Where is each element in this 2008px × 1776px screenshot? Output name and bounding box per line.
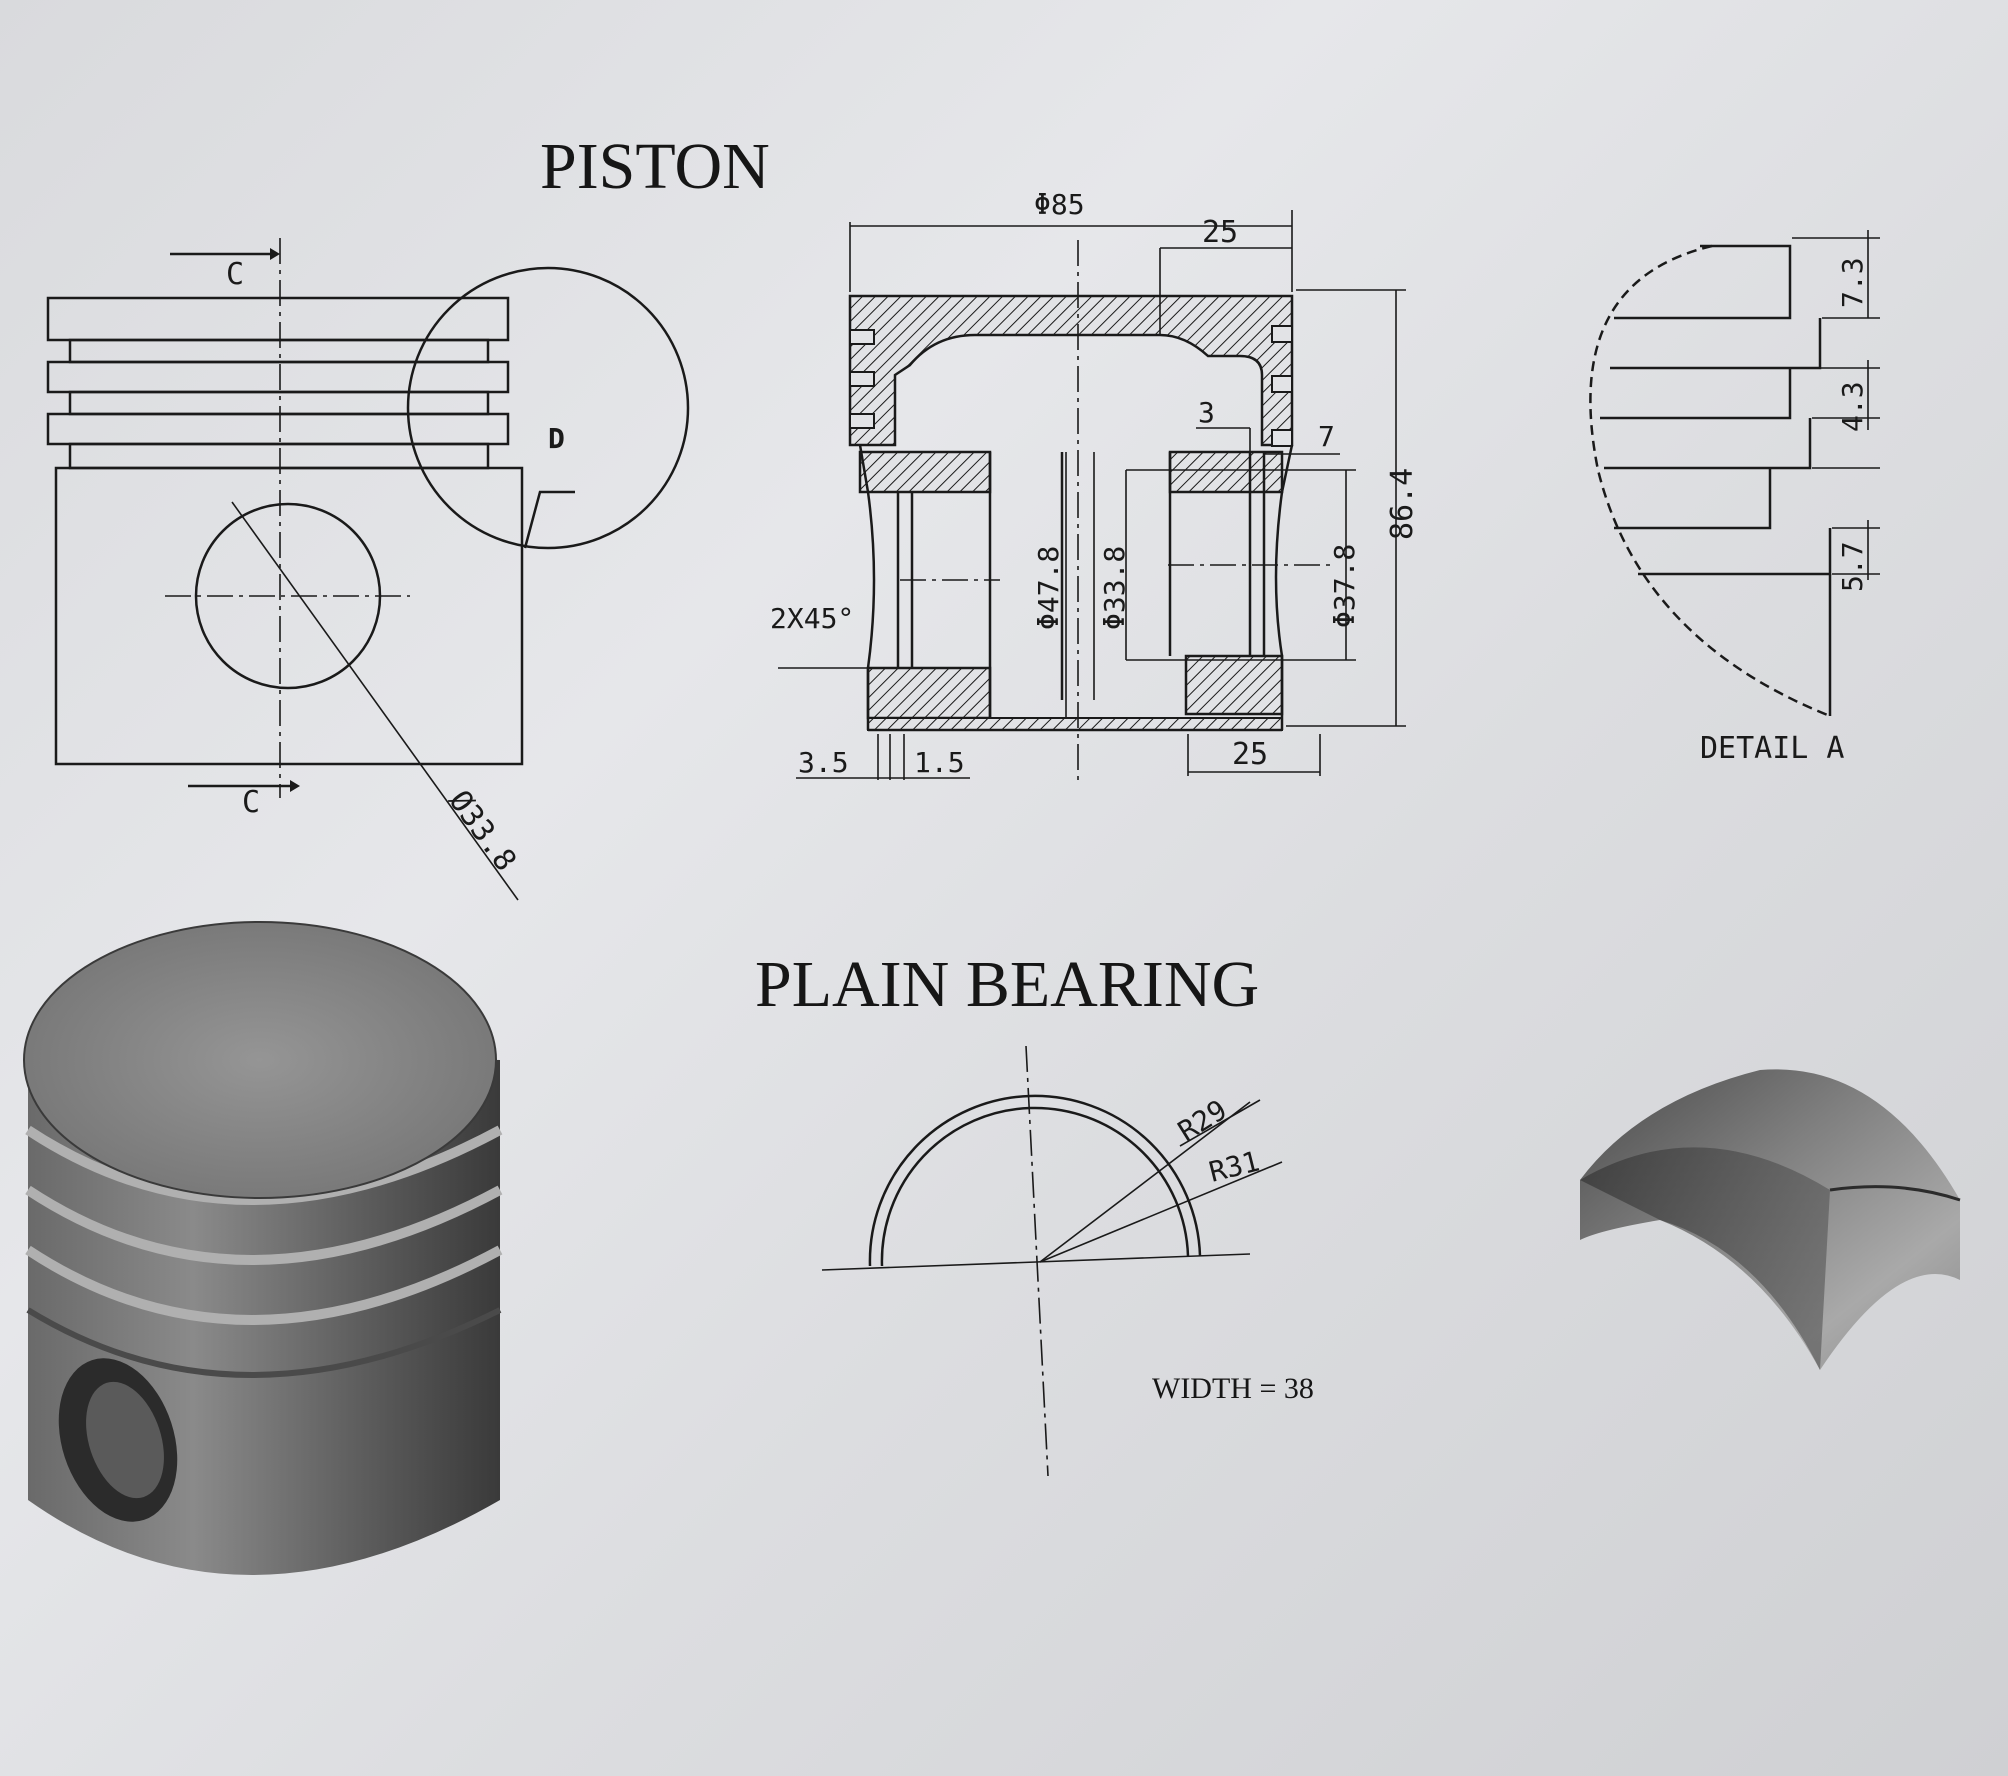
bearing-outer-radius: R31 <box>1206 1145 1263 1189</box>
dim-overall-height: 86.4 <box>1385 468 1420 540</box>
pin-bore-dim: Ø33.8 <box>442 784 523 878</box>
dim-ring: 7 <box>1318 420 1335 453</box>
dim-pin-bore-dia: Φ33.8 <box>1098 546 1131 630</box>
detail-a-view: 7.3 4.3 5.7 DETAIL A <box>1589 230 1880 766</box>
dim-skirt-a: 3.5 <box>798 746 849 779</box>
dim-bottom-width: 25 <box>1232 737 1268 772</box>
piston-title: PISTON <box>540 130 770 203</box>
piston-section-view: Φ85 25 3 7 86.4 Φ37.8 Φ47.8 Φ33.8 2X45° <box>770 188 1420 780</box>
piston-front-view: C C Ø33.8 D <box>46 238 690 901</box>
detail-dim-1: 7.3 <box>1836 257 1869 308</box>
bearing-3d-render <box>1580 1069 1961 1370</box>
bearing-title: PLAIN BEARING <box>755 948 1259 1021</box>
dim-groove-depth: 3 <box>1198 396 1215 429</box>
dim-chamfer: 2X45° <box>770 602 854 635</box>
section-mark-bottom: C <box>242 785 260 820</box>
dim-pin-boss-dia: Φ47.8 <box>1032 546 1065 630</box>
section-mark-top: C <box>226 257 244 292</box>
piston-3d-render <box>23 921 503 1575</box>
dim-top-land: 25 <box>1202 215 1238 250</box>
bearing-drawing: R29 R31 WIDTH = 38 <box>821 1045 1314 1477</box>
dim-skirt-b: 1.5 <box>914 746 965 779</box>
bearing-width-note: WIDTH = 38 <box>1152 1372 1314 1405</box>
dim-inner-dia: Φ37.8 <box>1328 544 1361 628</box>
detail-label-d: D <box>548 422 565 455</box>
detail-dim-2: 4.3 <box>1836 381 1869 432</box>
dim-overall-diameter: Φ85 <box>1034 188 1085 221</box>
detail-dim-3: 5.7 <box>1836 541 1869 592</box>
bearing-inner-radius: R29 <box>1172 1093 1232 1148</box>
detail-a-label: DETAIL A <box>1700 731 1845 766</box>
